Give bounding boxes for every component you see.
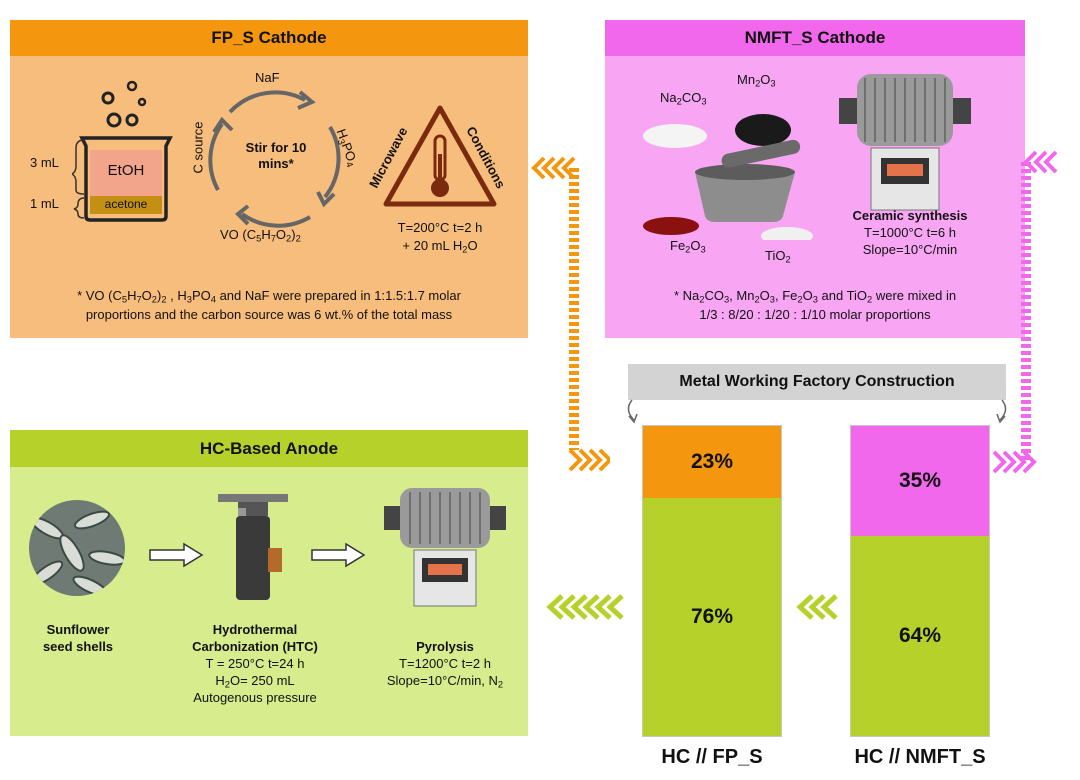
fp-connector-arrow-icon <box>531 156 610 472</box>
beaker-icon <box>79 80 173 222</box>
step3-title: Pyrolysis <box>416 639 474 654</box>
ceramic-synthesis-line-1: T=1000°C t=6 h <box>864 225 956 240</box>
bar-hc-fp-bottom-label: 76% <box>690 605 734 628</box>
nmft-connector-arrow-icon <box>992 150 1058 474</box>
volume-top-label: 3 mL <box>30 155 59 170</box>
ceramic-synthesis-line-2: Slope=10°C/min <box>862 242 958 257</box>
thermometer-icon <box>431 134 449 197</box>
reagent-mn2o3-label: Mn2O3 <box>737 72 776 89</box>
bar-hc-fp: 23% 76% <box>642 425 782 737</box>
stir-cycle-arrows-icon <box>208 90 341 228</box>
htc-reactor-icon <box>218 494 288 600</box>
fp-cathode-panel: FP_S Cathode EtOH acetone 3 mL 1 mL Stir… <box>10 20 528 338</box>
factory-construction-label: Metal Working Factory Construction <box>628 364 1006 400</box>
bar-hc-nmft-bottom-label: 64% <box>898 624 942 647</box>
condition-line-2: + 20 mL H2O <box>402 238 478 255</box>
warning-triangle-icon <box>383 105 497 207</box>
reagent-fe2o3-label: Fe2O3 <box>670 238 706 255</box>
ceramic-synthesis-title: Ceramic synthesis <box>852 208 968 223</box>
process-arrow-1-icon <box>149 542 204 568</box>
factory-bracket-arrows-icon <box>627 399 1007 424</box>
bar-hc-nmft: 35% 64% <box>850 425 990 737</box>
cycle-naf-label: NaF <box>255 70 280 85</box>
bar-hc-nmft-top-label: 35% <box>898 469 942 492</box>
stir-label: Stir for 10 mins* <box>245 140 307 171</box>
mortar-and-powders-icon <box>643 114 813 240</box>
beaker-liquid-label: EtOH <box>107 162 145 179</box>
bar-hc-fp-label: HC // FP_S <box>661 746 763 768</box>
bar-hc-nmft-top-segment: 35% <box>851 426 989 536</box>
volume-bottom-label: 1 mL <box>30 196 59 211</box>
hc-panel-title: HC-Based Anode <box>10 430 528 467</box>
volume-brace-icon <box>72 139 85 219</box>
step1-line-1: Sunflower <box>46 622 110 637</box>
nmft-bar-to-anode-chevrons-icon <box>796 594 838 620</box>
step2-line-2: H2O= 250 mL <box>215 673 295 690</box>
bar-hc-nmft-label: HC // NMFT_S <box>854 746 986 768</box>
nmft-panel-title: NMFT_S Cathode <box>605 20 1025 56</box>
step1-line-2: seed shells <box>42 639 114 654</box>
hc-anode-panel: HC-Based Anode <box>10 430 528 736</box>
nmft-cathode-panel: NMFT_S Cathode Na2CO3 Mn2O3 Fe2O3 TiO2 C… <box>605 20 1025 338</box>
fp-note-line-1: * VO (C5H7O2)2 , H3PO4 and NaF were prep… <box>77 288 461 305</box>
nmft-note-line-2: 1/3 : 8/20 : 1/20 : 1/10 molar proportio… <box>699 307 931 322</box>
beaker-bottom-label: acetone <box>104 197 148 211</box>
condition-line-1: T=200°C t=2 h <box>397 220 483 235</box>
cycle-vo-label: VO (C5H7O2)2 <box>220 227 301 244</box>
pyrolysis-furnace-icon <box>384 488 506 607</box>
cycle-carbon-source-label: C source <box>190 121 206 174</box>
reagent-na2co3-label: Na2CO3 <box>660 90 707 107</box>
nmft-note-line-1: * Na2CO3, Mn2O3, Fe2O3 and TiO2 were mix… <box>673 288 957 305</box>
step3-line-2: Slope=10°C/min, N2 <box>386 673 504 690</box>
step2-line-1: T = 250°C t=24 h <box>205 656 305 671</box>
fp-note-line-2: proportions and the carbon source was 6 … <box>85 307 453 322</box>
bar-hc-fp-bottom-segment: 76% <box>643 498 781 736</box>
bar-hc-fp-top-segment: 23% <box>643 426 781 498</box>
fp-bar-to-anode-chevrons-icon <box>546 594 624 620</box>
bar-hc-nmft-bottom-segment: 64% <box>851 536 989 736</box>
step3-line-1: T=1200°C t=2 h <box>399 656 491 671</box>
tube-furnace-icon <box>839 74 971 211</box>
fp-panel-title: FP_S Cathode <box>10 20 528 56</box>
step2-title-2: Carbonization (HTC) <box>192 639 318 654</box>
step2-line-3: Autogenous pressure <box>193 690 317 705</box>
seed-shells-icon <box>29 500 125 596</box>
reagent-tio2-label: TiO2 <box>765 248 791 265</box>
step2-title-1: Hydrothermal <box>212 622 298 637</box>
process-arrow-2-icon <box>311 542 366 568</box>
bar-hc-fp-top-label: 23% <box>690 450 734 473</box>
